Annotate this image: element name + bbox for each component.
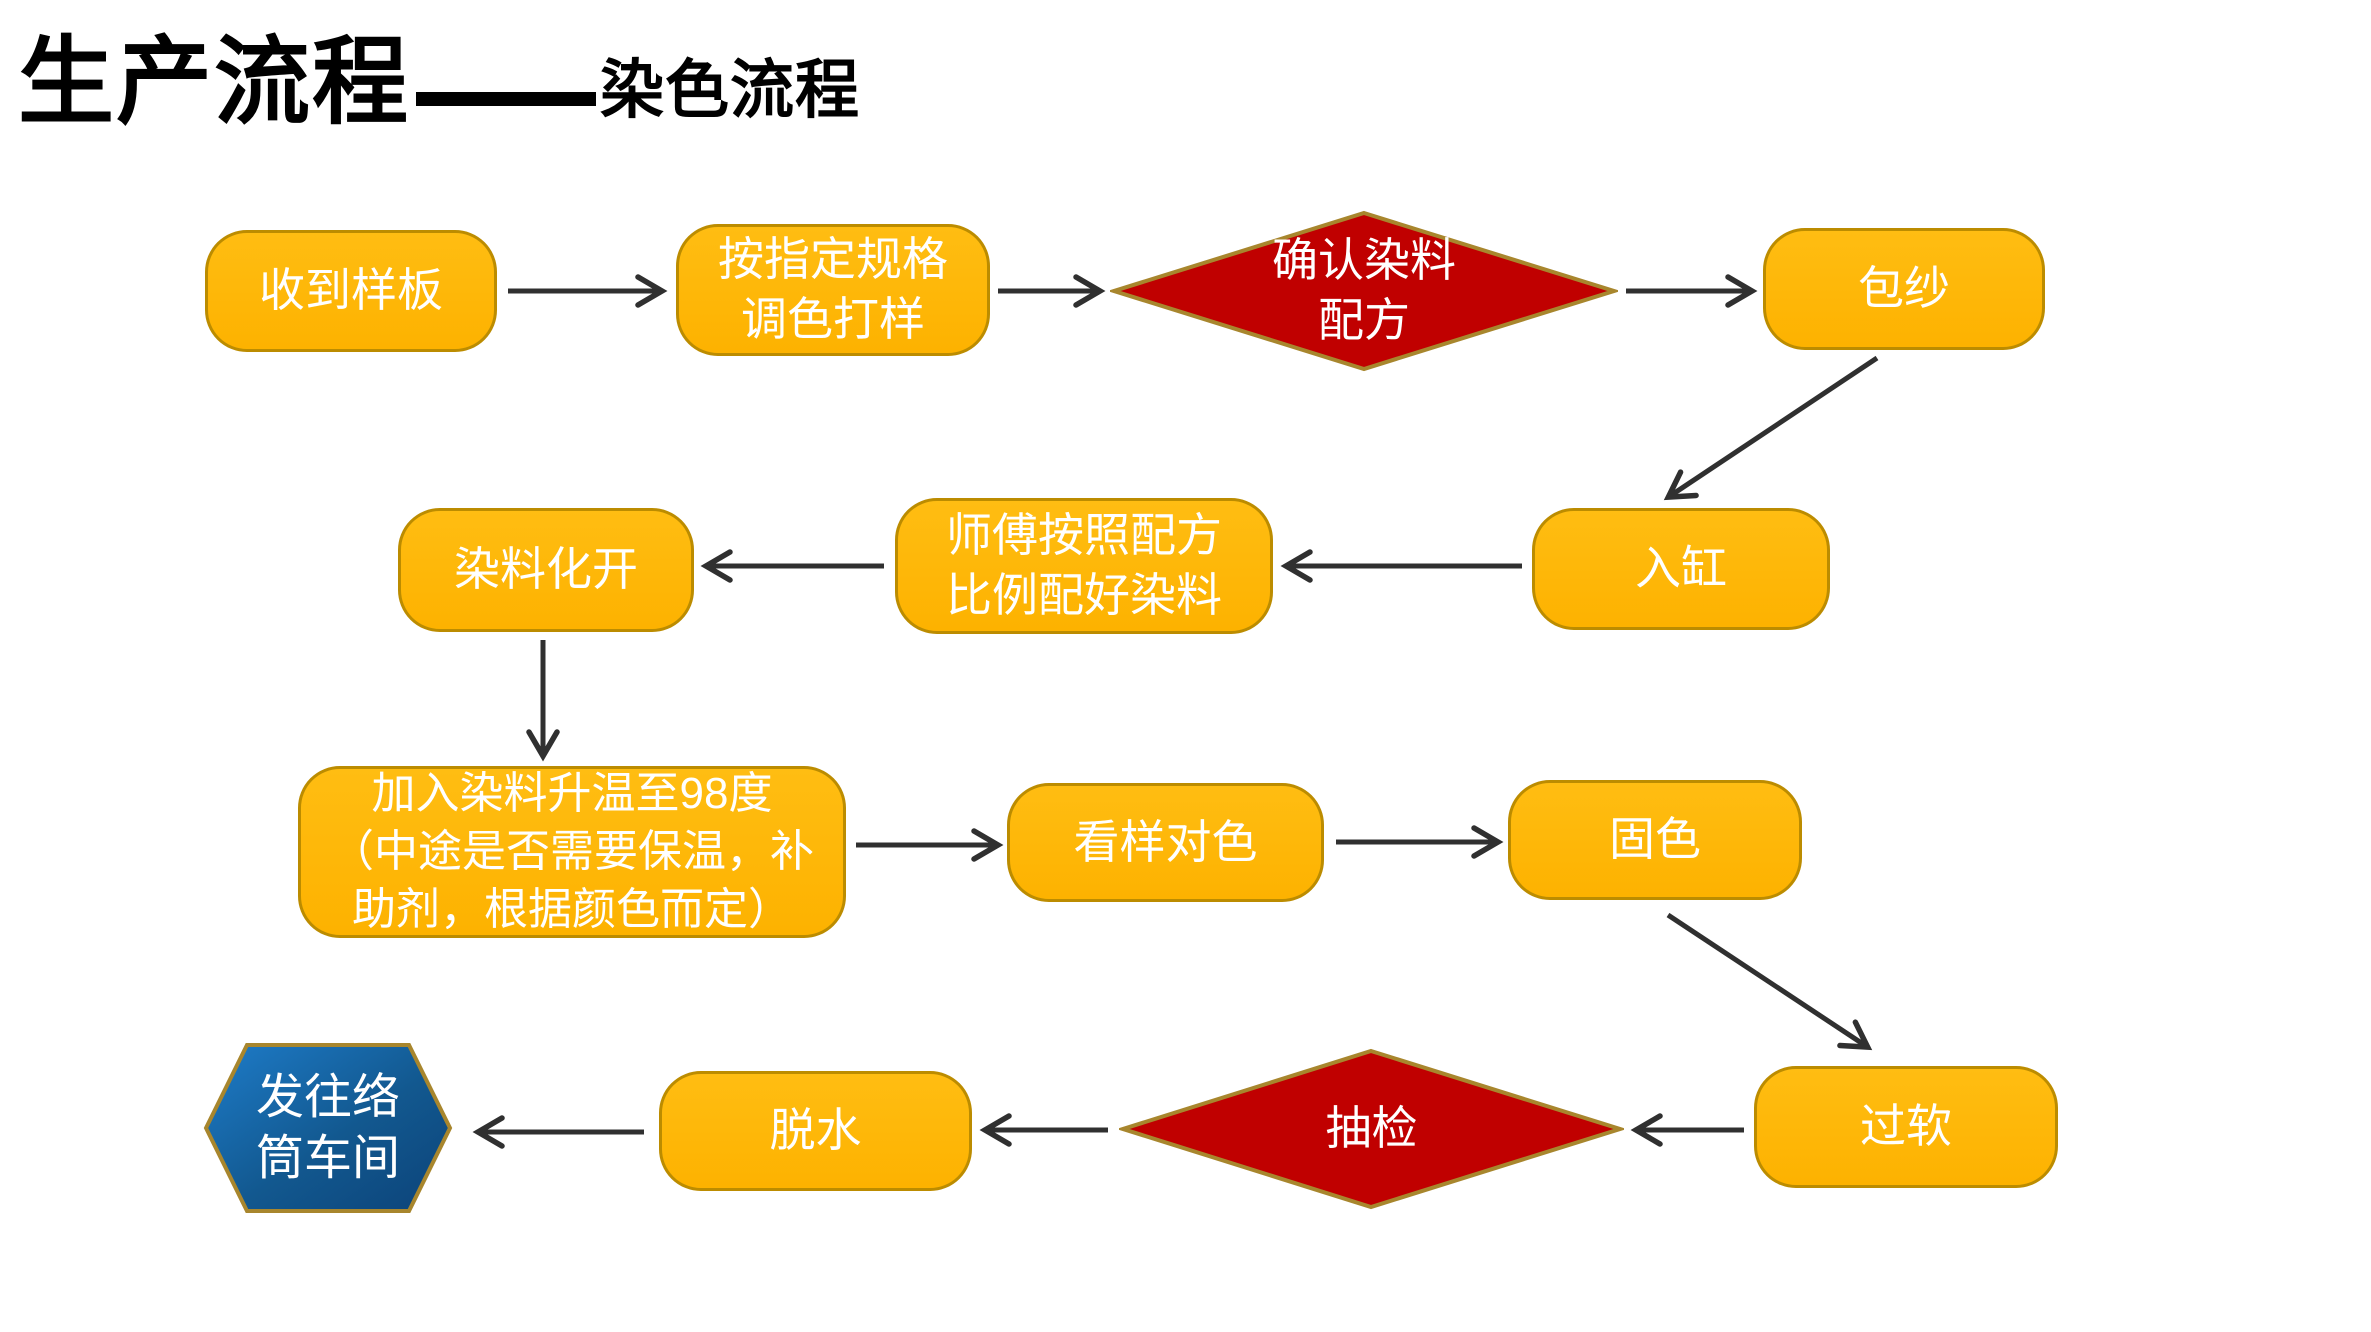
- node-confirm-formula-label: 确认染料 配方: [1272, 234, 1456, 346]
- node-fix-color-label: 固色: [1609, 813, 1701, 866]
- node-fix-color: 固色: [1508, 780, 1802, 900]
- node-dissolve-dye-label: 染料化开: [454, 543, 638, 596]
- title-main: 生产流程: [18, 29, 410, 136]
- node-spot-check-label: 抽检: [1325, 1102, 1418, 1155]
- node-send-workshop-label: 发往络 筒车间: [255, 1070, 400, 1185]
- hexagon-shape: [203, 1043, 453, 1213]
- diamond-shape: [1110, 210, 1618, 372]
- node-into-vat: 入缸: [1532, 508, 1830, 630]
- node-send-workshop: 发往络 筒车间: [203, 1042, 453, 1214]
- node-dehydrate: 脱水: [659, 1071, 972, 1191]
- node-dehydrate-label: 脱水: [769, 1104, 862, 1157]
- node-soften-label: 过软: [1860, 1100, 1952, 1153]
- node-dissolve-dye: 染料化开: [398, 508, 694, 632]
- title-subtitle: 染色流程: [600, 54, 860, 126]
- arrow-fix-color-to-soften: [1666, 912, 1873, 1051]
- title-separator-dash: [416, 91, 596, 106]
- node-spec-sampling-label: 按指定规格 调色打样: [718, 233, 948, 345]
- node-add-dye-heat-label: 加入染料升温至98度 （中途是否需要保温，补 助剂，根据颜色而定）: [330, 768, 814, 935]
- node-received-sample-label: 收到样板: [259, 264, 443, 317]
- node-confirm-formula: 确认染料 配方: [1110, 210, 1618, 372]
- node-into-vat-label: 入缸: [1635, 542, 1727, 595]
- node-wrap-yarn-label: 包纱: [1858, 262, 1950, 315]
- page-title: 生产流程 染色流程: [18, 34, 860, 132]
- node-received-sample: 收到样板: [205, 230, 497, 352]
- node-check-color: 看样对色: [1007, 783, 1324, 902]
- node-soften: 过软: [1754, 1066, 2058, 1188]
- node-wrap-yarn: 包纱: [1763, 228, 2045, 350]
- node-check-color-label: 看样对色: [1073, 815, 1258, 868]
- node-add-dye-heat: 加入染料升温至98度 （中途是否需要保温，补 助剂，根据颜色而定）: [298, 766, 846, 938]
- arrow-wrap-yarn-to-into-vat: [1663, 355, 1879, 501]
- node-master-mix-label: 师傅按照配方 比例配好染料: [946, 509, 1222, 621]
- node-spec-sampling: 按指定规格 调色打样: [676, 224, 990, 356]
- node-spot-check: 抽检: [1119, 1048, 1624, 1210]
- node-master-mix: 师傅按照配方 比例配好染料: [895, 498, 1273, 634]
- diamond-shape: [1119, 1048, 1624, 1210]
